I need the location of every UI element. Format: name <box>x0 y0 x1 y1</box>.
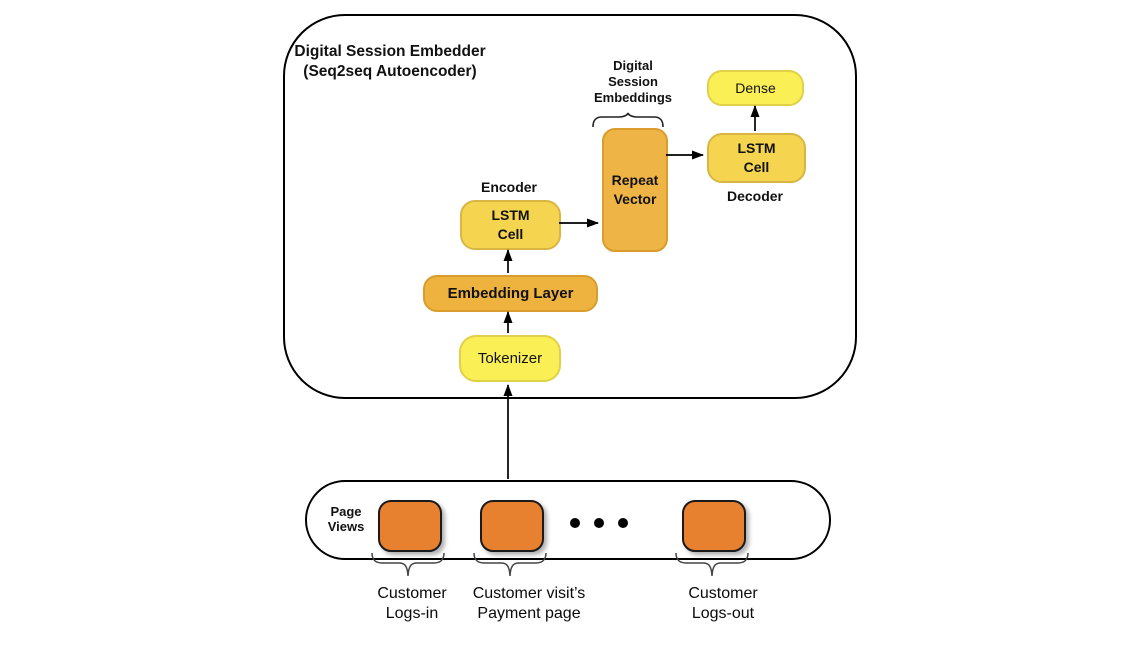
node-dense: Dense <box>707 70 804 106</box>
node-embedding-layer: Embedding Layer <box>423 275 598 312</box>
ellipsis-dots <box>570 518 630 528</box>
node-tokenizer: Tokenizer <box>459 335 561 382</box>
ellipsis-dot <box>618 518 628 528</box>
underbrace-logs-out <box>675 552 749 577</box>
decoder-label: Decoder <box>726 188 784 204</box>
underbrace-logs-in <box>371 552 445 577</box>
page-views-label: Page Views <box>327 504 365 534</box>
ellipsis-dot <box>570 518 580 528</box>
caption-customer-logs-out: Customer Logs-out <box>688 585 758 622</box>
diagram-title: Digital Session Embedder (Seq2seq Autoen… <box>294 43 486 80</box>
overbrace-embeddings <box>592 112 664 128</box>
page-view-event-square <box>480 500 544 552</box>
node-repeat-vector: Repeat Vector <box>602 128 668 252</box>
encoder-label: Encoder <box>480 179 537 195</box>
page-view-event-square <box>378 500 442 552</box>
embeddings-caption: Digital Session Embeddings <box>593 58 672 105</box>
underbrace-payment-page <box>473 552 547 577</box>
page-view-event-square <box>682 500 746 552</box>
ellipsis-dot <box>594 518 604 528</box>
caption-customer-logs-in: Customer Logs-in <box>377 585 447 622</box>
node-encoder-lstm-cell: LSTM Cell <box>460 200 561 250</box>
node-decoder-lstm-cell: LSTM Cell <box>707 133 806 183</box>
caption-customer-payment-page: Customer visit’s Payment page <box>472 585 586 622</box>
